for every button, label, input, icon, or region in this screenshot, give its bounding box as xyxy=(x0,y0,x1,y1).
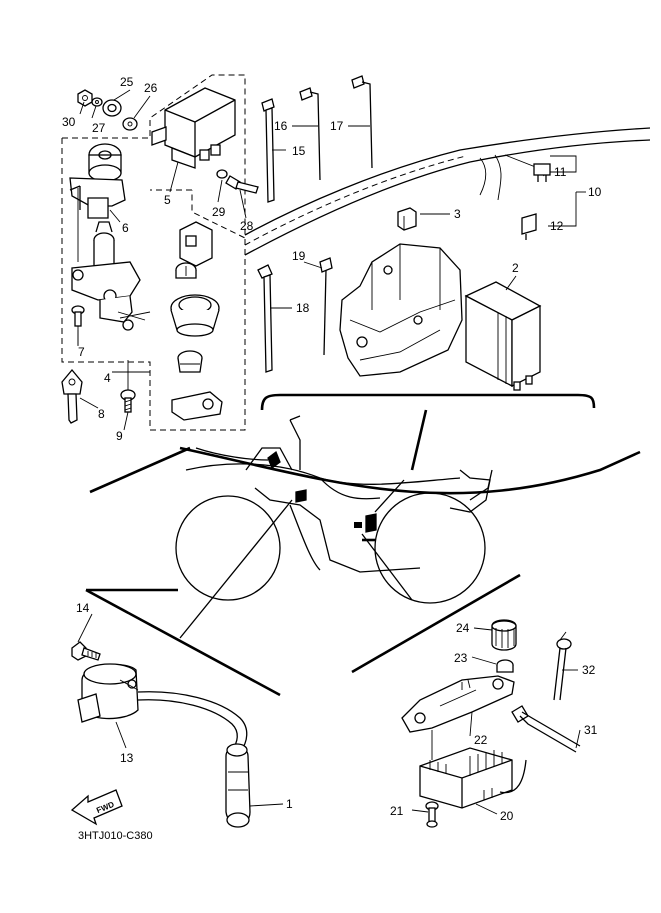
bike-marker-cdi xyxy=(267,450,281,470)
plug-cap-1 xyxy=(225,743,251,828)
bike-marker-fuse xyxy=(354,522,362,528)
bolt-28 xyxy=(225,175,259,194)
callout-10: 10 xyxy=(588,185,602,199)
band-18 xyxy=(257,264,273,373)
callout-27: 27 xyxy=(92,121,106,135)
callout-15: 15 xyxy=(292,144,306,158)
clip-17 xyxy=(351,75,373,169)
callout-28: 28 xyxy=(240,219,254,233)
fuse-12 xyxy=(521,213,537,240)
clip-19 xyxy=(319,257,333,356)
callout-1: 1 xyxy=(286,797,293,811)
rectifier-20 xyxy=(419,747,527,809)
band-15 xyxy=(261,98,275,203)
nut-23 xyxy=(496,659,514,673)
bolt-21 xyxy=(425,801,439,828)
clip-32 xyxy=(553,631,572,701)
cap-lock xyxy=(177,350,203,373)
bracket-22 xyxy=(401,675,515,733)
callout-25: 25 xyxy=(120,75,134,89)
washer-27 xyxy=(91,97,103,107)
callout-17: 17 xyxy=(330,119,344,133)
callout-22: 22 xyxy=(474,733,488,747)
callout-16: 16 xyxy=(274,119,288,133)
callout-13: 13 xyxy=(120,751,134,765)
callout-29: 29 xyxy=(212,205,226,219)
callout-12: 12 xyxy=(550,219,564,233)
callout-leaders xyxy=(77,89,586,815)
clip-16 xyxy=(299,87,321,181)
battery-2 xyxy=(464,281,542,391)
lock-cylinder xyxy=(175,262,197,279)
fuel-cap xyxy=(170,294,220,337)
callout-labels: 1 2 3 4 5 6 7 8 9 10 11 12 13 14 15 16 1… xyxy=(62,75,602,823)
washer-29 xyxy=(216,169,228,179)
steering-lock-4 xyxy=(71,221,151,331)
collar-26 xyxy=(122,117,138,131)
fuse-3 xyxy=(397,207,417,231)
seat-lock-bracket xyxy=(179,221,213,267)
callout-32: 32 xyxy=(582,663,596,677)
key-8 xyxy=(61,368,83,424)
callout-7: 7 xyxy=(78,345,85,359)
leader-arrows xyxy=(179,447,413,639)
connector-11 xyxy=(533,163,551,182)
lock-set-group xyxy=(61,74,246,431)
callout-2: 2 xyxy=(512,261,519,275)
callout-30: 30 xyxy=(62,115,76,129)
ignition-coil-13 xyxy=(77,663,139,723)
screw-9 xyxy=(120,389,136,413)
bolt-14 xyxy=(71,641,101,661)
motorcycle-outline xyxy=(175,415,493,604)
callout-20: 20 xyxy=(500,809,514,823)
callout-14: 14 xyxy=(76,601,90,615)
callout-6: 6 xyxy=(122,221,129,235)
callout-19: 19 xyxy=(292,249,306,263)
callout-5: 5 xyxy=(164,193,171,207)
callout-4: 4 xyxy=(104,371,111,385)
washer-30 xyxy=(77,89,93,107)
callout-3: 3 xyxy=(454,207,461,221)
region-dividers xyxy=(85,409,641,697)
cdi-unit-5 xyxy=(151,87,236,169)
high-tension-cord xyxy=(137,691,248,753)
callout-21: 21 xyxy=(390,804,404,818)
band-31 xyxy=(511,705,581,753)
callout-11: 11 xyxy=(554,165,567,179)
callout-31: 31 xyxy=(584,723,598,737)
callout-8: 8 xyxy=(98,407,105,421)
callout-26: 26 xyxy=(144,81,158,95)
lock-bracket xyxy=(171,391,223,421)
fwd-arrow-icon: FWD xyxy=(70,789,123,826)
bike-marker-battery xyxy=(365,513,377,533)
top-right-bracket xyxy=(260,393,596,411)
callout-18: 18 xyxy=(296,301,310,315)
main-switch-6 xyxy=(69,143,126,262)
battery-box xyxy=(339,243,463,377)
callout-24: 24 xyxy=(456,621,470,635)
callout-9: 9 xyxy=(116,429,123,443)
bike-marker-lock xyxy=(295,489,307,503)
screw-7 xyxy=(71,305,85,327)
diagram-code: 3HTJ010-C380 xyxy=(78,830,153,842)
cap-24 xyxy=(491,619,517,651)
grommet-25 xyxy=(102,99,122,117)
callout-23: 23 xyxy=(454,651,468,665)
